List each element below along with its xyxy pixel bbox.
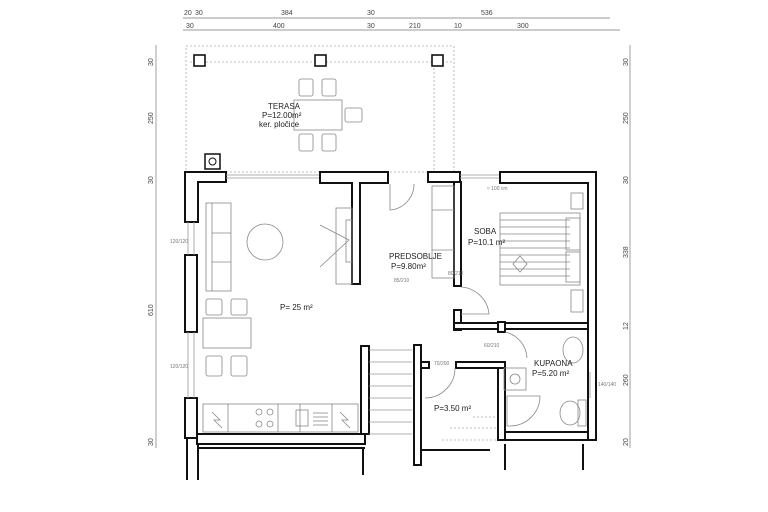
dim-right-30a: 30 [623, 58, 630, 66]
chair-icon [344, 107, 363, 123]
door-label-soba: 80/210 [448, 271, 464, 277]
soba-area: P=10.1 m² [468, 238, 505, 247]
bathtub-icon [562, 336, 584, 364]
door-swing-icon [460, 286, 490, 315]
door-label-kupaona: 60/210 [484, 343, 500, 349]
sink-icon [295, 409, 309, 427]
decor-icon [512, 255, 528, 273]
dim-top2-210: 210 [409, 23, 421, 30]
dim-left-610: 610 [148, 304, 155, 316]
right-dimensions: 30 250 30 338 12 260 20 [623, 45, 631, 448]
appliance-icon [339, 411, 351, 429]
living-room: P= 25 m² [202, 202, 359, 433]
terasa-name: TERASA [268, 102, 301, 111]
terasa-note: ker. pločice [259, 120, 300, 129]
soba-window-width: ≈ 100 cm [487, 186, 508, 192]
dim-right-250: 250 [623, 112, 630, 124]
dim-top-30b: 30 [367, 10, 375, 17]
coffee-table-icon [246, 223, 284, 261]
door-label-storage: 70/200 [434, 361, 450, 367]
terrace: TERASA P=12.00m² ker. pločice [185, 45, 455, 173]
staircase [369, 349, 412, 435]
tv-unit-icon [335, 207, 353, 285]
dim-right-338: 338 [623, 246, 630, 258]
walls [184, 171, 597, 480]
dim-left-250: 250 [148, 112, 155, 124]
chair-icon [298, 78, 314, 97]
dining-table [293, 99, 343, 131]
left-window-label-1: 120/120 [170, 239, 188, 245]
bed-icon [499, 212, 581, 286]
dim-right-12: 12 [623, 322, 630, 330]
dim-right-30b: 30 [623, 176, 630, 184]
dim-top2-30: 30 [367, 23, 375, 30]
nightstand-icon [570, 192, 584, 210]
dim-top2-10: 10 [454, 23, 462, 30]
chair-icon [205, 298, 223, 316]
chair-icon [205, 355, 223, 377]
dim-top2-400: 400 [273, 23, 285, 30]
chair-icon [321, 133, 337, 152]
dim-top-384: 384 [281, 10, 293, 17]
wardrobe-icon [431, 185, 455, 279]
appliance-icon [211, 411, 223, 429]
column-icon [314, 54, 327, 67]
dim-top-30a: 30 [195, 10, 203, 17]
predsoblje-name: PREDSOBLJE [389, 252, 442, 261]
storage-room: 70/200 P=3.50 m² [424, 361, 496, 441]
nightstand-icon [570, 289, 584, 313]
dim-left-30c: 30 [148, 438, 155, 446]
dining-table [202, 317, 252, 349]
dim-top-536: 536 [481, 10, 493, 17]
door-swing-icon [389, 183, 415, 211]
bedroom: ≈ 100 cm SOBA P=10.1 m² [460, 186, 584, 315]
door-swing-icon [424, 367, 456, 399]
soba-name: SOBA [474, 227, 497, 236]
left-window-label-2: 120/120 [170, 364, 188, 370]
chair-icon [321, 78, 337, 97]
toilet-icon [559, 400, 581, 426]
chimney-flue-icon [208, 157, 217, 166]
washbasin-icon [503, 367, 527, 391]
kupaona-area: P=5.20 m² [532, 369, 569, 378]
dim-left-30b: 30 [148, 176, 155, 184]
storage-area: P=3.50 m² [434, 404, 471, 413]
dim-right-260: 260 [623, 374, 630, 386]
bath-window-label: 140/140 [598, 382, 616, 388]
dim-top2-300: 300 [517, 23, 529, 30]
left-dimensions: 30 250 30 610 30 [148, 45, 157, 448]
kitchen-counter [202, 403, 359, 433]
dim-left-30a: 30 [148, 58, 155, 66]
dim-top2-30: 30 [186, 23, 194, 30]
hallway: PREDSOBLJE P=9.80m² 80/210 [389, 183, 464, 279]
living-area: P= 25 m² [280, 303, 313, 312]
kupaona-name: KUPAONA [534, 359, 573, 368]
chair-icon [298, 133, 314, 152]
terasa-area: P=12.00m² [262, 111, 302, 120]
chair-icon [230, 298, 248, 316]
door-swing-icon [504, 331, 528, 359]
shower-icon [506, 395, 541, 427]
column-icon [193, 54, 206, 67]
column-icon [431, 54, 444, 67]
chimney-icon [204, 153, 221, 170]
door-label-predsoblje: 85/210 [394, 278, 410, 284]
top-dimensions: 20 30 384 30 536 30 400 30 210 10 300 [183, 10, 620, 31]
dim-right-20: 20 [623, 438, 630, 446]
bathroom: 60/210 KUPAONA P=5.20 m² 140/140 [484, 331, 616, 427]
sofa-icon [205, 202, 232, 292]
dim-top-20: 20 [184, 10, 192, 17]
predsoblje-area: P=9.80m² [391, 262, 426, 271]
chair-icon [230, 355, 248, 377]
